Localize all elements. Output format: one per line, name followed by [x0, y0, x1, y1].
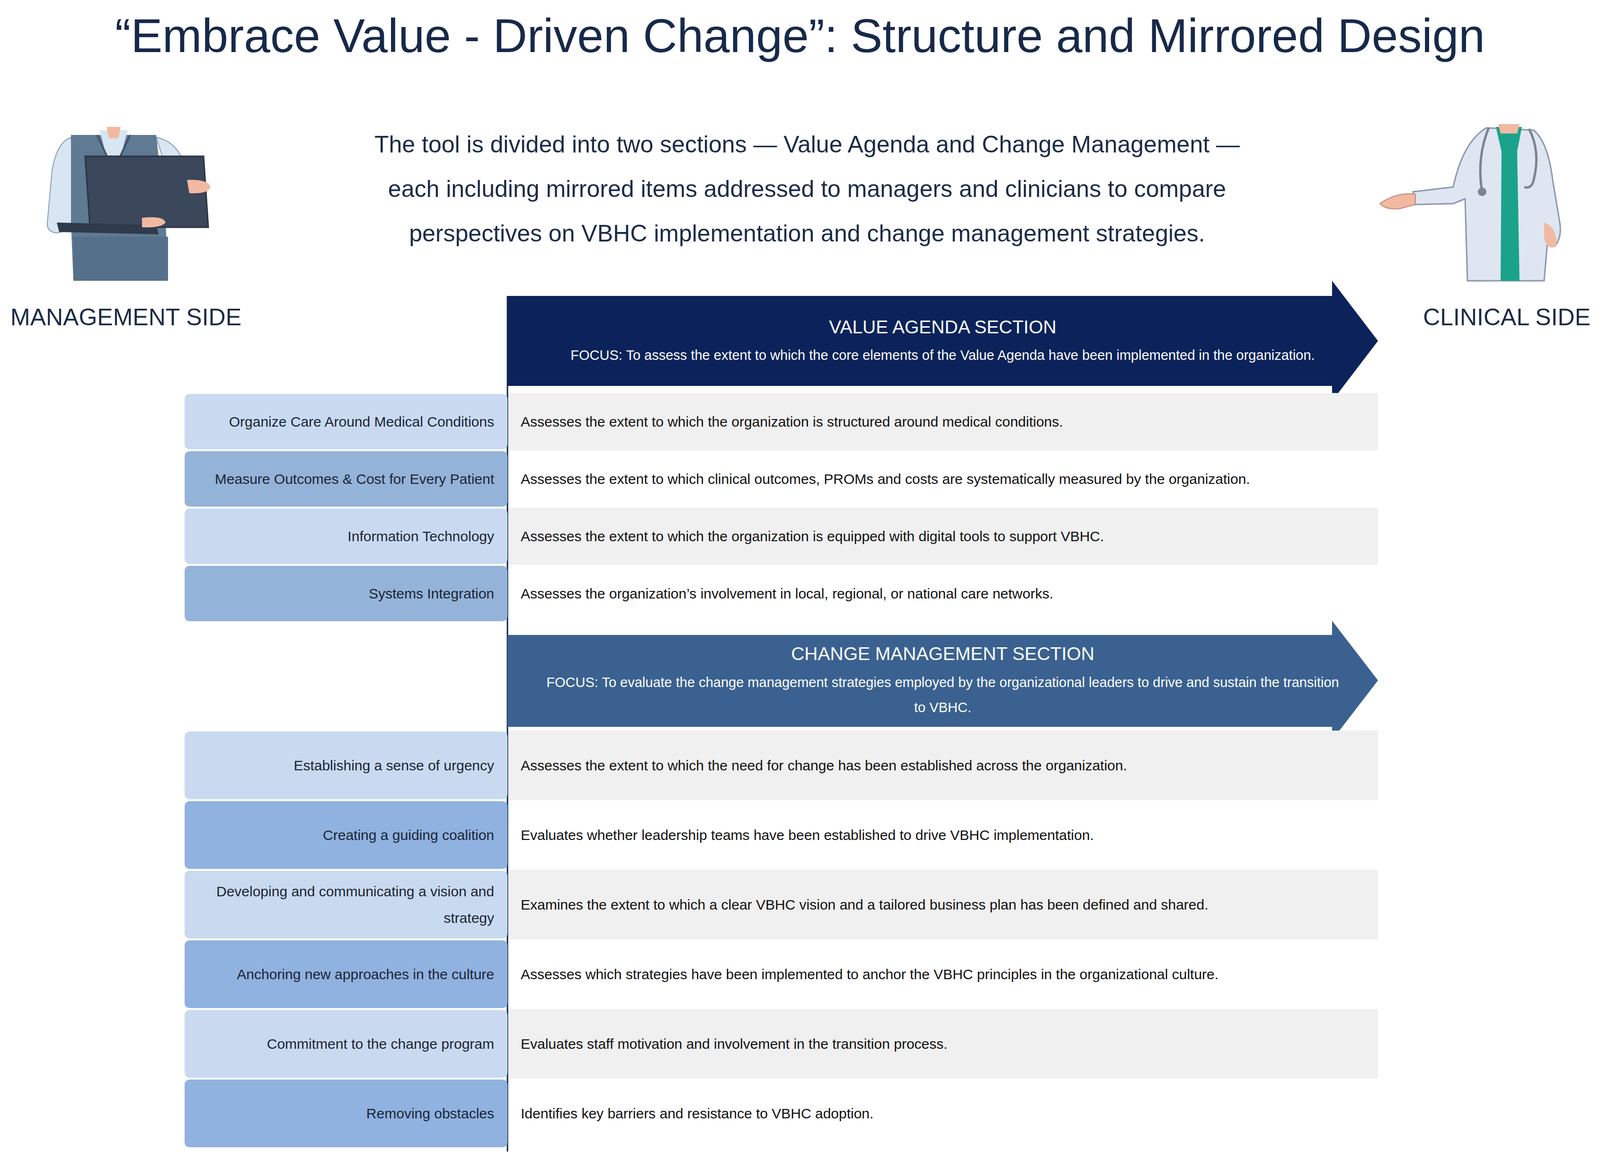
side-label: CLINICAL SIDE	[1391, 302, 1591, 332]
item-box: Systems Integration	[184, 565, 508, 622]
item-box: Removing obstacles	[184, 1079, 508, 1147]
item-description: Evaluates staff motivation and involveme…	[508, 1008, 1378, 1079]
section-heading: VALUE AGENDA SECTION	[540, 313, 1346, 342]
item-text: Assesses the extent to which clinical ou…	[520, 469, 1251, 489]
item-box: Creating a guiding coalition	[184, 800, 508, 869]
item-text: Examines the extent to which a clear VBH…	[520, 894, 1209, 915]
item-title: Creating a guiding coalition	[322, 821, 495, 849]
item-title: Systems Integration	[368, 580, 495, 607]
manager-illustration	[47, 126, 211, 281]
item-text: Assesses which strategies have been impl…	[520, 964, 1219, 985]
section-focus: FOCUS: To assess the extent to which the…	[540, 342, 1346, 369]
item-text: Assesses the extent to which the need fo…	[520, 755, 1128, 776]
item-title: Removing obstacles	[366, 1100, 495, 1127]
item-description: Assesses which strategies have been impl…	[508, 939, 1378, 1009]
arrow-fill	[507, 620, 1378, 740]
item-text: Evaluates staff motivation and involveme…	[520, 1033, 948, 1054]
item-text: Assesses the extent to which the organiz…	[520, 526, 1104, 547]
doctor-illustration	[1379, 124, 1561, 281]
item-description: Assesses the extent to which clinical ou…	[508, 450, 1378, 508]
section-focus: FOCUS: To evaluate the change management…	[540, 669, 1346, 721]
item-title: Developing and communicating a vision an…	[203, 878, 495, 931]
item-description: Assesses the extent to which the organiz…	[508, 507, 1378, 565]
item-box: Commitment to the change program	[184, 1009, 508, 1078]
section-arrow: VALUE AGENDA SECTIONFOCUS: To assess the…	[507, 280, 1378, 401]
item-title: Commitment to the change program	[266, 1030, 495, 1058]
item-description: Evaluates whether leadership teams have …	[508, 800, 1378, 870]
item-title: Measure Outcomes & Cost for Every Patien…	[214, 465, 495, 493]
item-description: Assesses the extent to which the need fo…	[508, 730, 1378, 800]
item-box: Anchoring new approaches in the culture	[184, 940, 508, 1008]
title: “Embrace Value - Driven Change”: Structu…	[0, 8, 1600, 63]
item-text: Evaluates whether leadership teams have …	[520, 825, 1094, 845]
intro-text: The tool is divided into two sections — …	[350, 122, 1264, 256]
section-heading: CHANGE MANAGEMENT SECTION	[540, 640, 1346, 668]
item-title: Information Technology	[347, 523, 495, 550]
section-arrow: CHANGE MANAGEMENT SECTIONFOCUS: To evalu…	[507, 620, 1378, 740]
item-text: Assesses the extent to which the organiz…	[520, 411, 1064, 432]
item-title: Anchoring new approaches in the culture	[236, 960, 495, 988]
arrow-shape	[507, 280, 1378, 401]
item-box: Information Technology	[184, 508, 508, 564]
item-box: Developing and communicating a vision an…	[184, 870, 508, 939]
item-text: Assesses the organization’s involvement …	[520, 583, 1054, 604]
item-description: Assesses the organization’s involvement …	[508, 564, 1378, 623]
item-description: Identifies key barriers and resistance t…	[508, 1078, 1378, 1148]
item-box: Organize Care Around Medical Conditions	[184, 393, 508, 450]
item-description: Assesses the extent to which the organiz…	[508, 392, 1378, 451]
item-description: Examines the extent to which a clear VBH…	[508, 869, 1378, 940]
item-box: Establishing a sense of urgency	[184, 731, 508, 800]
item-title: Organize Care Around Medical Conditions	[229, 408, 495, 436]
arrow-fill	[507, 280, 1378, 401]
side-label: MANAGEMENT SIDE	[10, 302, 295, 332]
item-title: Establishing a sense of urgency	[293, 752, 495, 779]
item-box: Measure Outcomes & Cost for Every Patien…	[184, 451, 508, 507]
item-text: Identifies key barriers and resistance t…	[520, 1103, 874, 1124]
